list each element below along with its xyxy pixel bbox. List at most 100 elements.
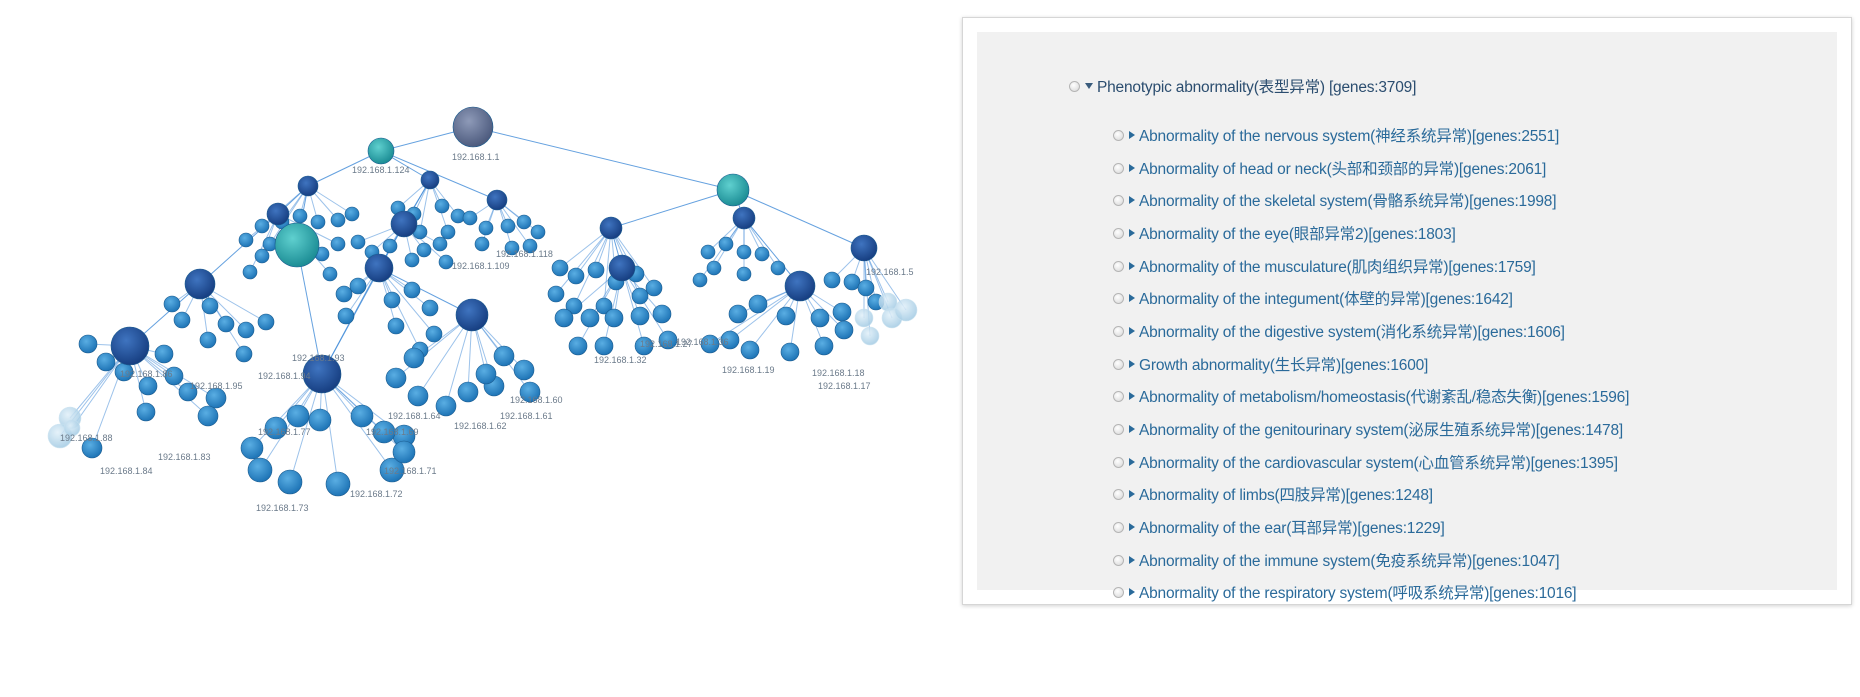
leaf-node[interactable]: [634, 336, 654, 356]
tree-node[interactable]: Growth abnormality(生长异常)[genes:1600]: [1113, 353, 1428, 375]
leaf-node[interactable]: [238, 232, 254, 248]
tree-node[interactable]: Abnormality of the musculature(肌肉组织异常)[g…: [1113, 255, 1536, 277]
leaf-node[interactable]: [392, 440, 416, 464]
leaf-node[interactable]: [330, 212, 346, 228]
leaf-node[interactable]: [286, 404, 310, 428]
leaf-node[interactable]: [554, 308, 574, 328]
hub-node[interactable]: [184, 268, 216, 300]
leaf-node[interactable]: [580, 308, 600, 328]
radio-icon[interactable]: [1113, 358, 1124, 370]
leaf-node[interactable]: [277, 469, 303, 495]
leaf-node[interactable]: [217, 315, 235, 333]
hub-node[interactable]: [364, 253, 394, 283]
radio-icon[interactable]: [1113, 260, 1124, 272]
leaf-node[interactable]: [350, 234, 366, 250]
leaf-node[interactable]: [780, 342, 800, 362]
tree-node[interactable]: Abnormality of the digestive system(消化系统…: [1113, 320, 1565, 342]
tree-node-label[interactable]: Growth abnormality(生长异常)[genes:1600]: [1139, 357, 1429, 374]
tree-root-label[interactable]: Phenotypic abnormality(表型异常) [genes:3709…: [1097, 79, 1417, 96]
leaf-node[interactable]: [894, 298, 918, 322]
radio-icon[interactable]: [1113, 292, 1124, 304]
caret-right-icon[interactable]: [1129, 196, 1135, 204]
leaf-node[interactable]: [138, 376, 158, 396]
tree-node-label[interactable]: Abnormality of the eye(眼部异常2)[genes:1803…: [1139, 226, 1456, 243]
leaf-node[interactable]: [372, 420, 396, 444]
tree-node[interactable]: Abnormality of the cardiovascular system…: [1113, 451, 1618, 473]
radio-icon[interactable]: [1113, 586, 1124, 598]
caret-right-icon[interactable]: [1129, 262, 1135, 270]
tree-node-label[interactable]: Abnormality of the nervous system(神经系统异常…: [1139, 128, 1560, 145]
leaf-node[interactable]: [240, 436, 264, 460]
leaf-node[interactable]: [834, 320, 854, 340]
leaf-node[interactable]: [254, 218, 270, 234]
leaf-node[interactable]: [565, 297, 583, 315]
leaf-node[interactable]: [630, 306, 650, 326]
leaf-node[interactable]: [349, 277, 367, 295]
leaf-node[interactable]: [432, 236, 448, 252]
radio-icon[interactable]: [1113, 521, 1124, 533]
leaf-node[interactable]: [519, 381, 541, 403]
tree-node[interactable]: Abnormality of head or neck(头部和颈部的异常)[ge…: [1113, 157, 1546, 179]
leaf-node[interactable]: [513, 359, 535, 381]
caret-right-icon[interactable]: [1129, 490, 1135, 498]
leaf-node[interactable]: [404, 252, 420, 268]
network-graph-canvas[interactable]: 192.168.1.1 192.168.1.124 192.168.1.109 …: [0, 0, 960, 697]
leaf-node[interactable]: [652, 304, 672, 324]
leaf-node[interactable]: [78, 334, 98, 354]
leaf-node[interactable]: [178, 382, 198, 402]
radio-icon[interactable]: [1113, 194, 1124, 206]
leaf-node[interactable]: [700, 244, 716, 260]
hub-node[interactable]: [390, 210, 418, 238]
leaf-node[interactable]: [500, 218, 516, 234]
leaf-node[interactable]: [658, 330, 678, 350]
leaf-node[interactable]: [754, 246, 770, 262]
root-node[interactable]: [452, 106, 494, 148]
leaf-node[interactable]: [748, 294, 768, 314]
hub-node[interactable]: [367, 137, 395, 165]
leaf-node[interactable]: [425, 325, 443, 343]
leaf-node[interactable]: [435, 395, 457, 417]
radio-icon[interactable]: [1113, 390, 1124, 402]
tree-root-node[interactable]: Phenotypic abnormality(表型异常) [genes:3709…: [1069, 75, 1416, 97]
hub-node[interactable]: [110, 326, 150, 366]
leaf-node[interactable]: [736, 266, 752, 282]
leaf-node[interactable]: [440, 224, 456, 240]
leaf-node[interactable]: [205, 387, 227, 409]
leaf-node[interactable]: [257, 313, 275, 331]
radio-icon[interactable]: [1113, 456, 1124, 468]
caret-right-icon[interactable]: [1129, 392, 1135, 400]
leaf-node[interactable]: [462, 210, 478, 226]
leaf-node[interactable]: [434, 198, 450, 214]
radio-icon[interactable]: [1113, 129, 1124, 141]
leaf-node[interactable]: [736, 244, 752, 260]
leaf-node[interactable]: [587, 261, 605, 279]
leaf-node[interactable]: [631, 287, 649, 305]
leaf-node[interactable]: [292, 208, 308, 224]
radio-icon[interactable]: [1113, 423, 1124, 435]
caret-right-icon[interactable]: [1129, 164, 1135, 172]
leaf-node[interactable]: [416, 242, 432, 258]
leaf-node[interactable]: [337, 307, 355, 325]
leaf-node[interactable]: [478, 220, 494, 236]
tree-node-label[interactable]: Abnormality of metabolism/homeostasis(代谢…: [1139, 389, 1630, 406]
radio-icon[interactable]: [1113, 227, 1124, 239]
leaf-node[interactable]: [164, 366, 184, 386]
caret-right-icon[interactable]: [1129, 588, 1135, 596]
leaf-node[interactable]: [96, 352, 116, 372]
leaf-node[interactable]: [335, 285, 353, 303]
hub-node[interactable]: [599, 216, 623, 240]
leaf-node[interactable]: [385, 367, 407, 389]
leaf-node[interactable]: [201, 297, 219, 315]
leaf-node[interactable]: [173, 311, 191, 329]
leaf-node[interactable]: [568, 336, 588, 356]
leaf-node[interactable]: [254, 248, 270, 264]
leaf-node[interactable]: [547, 285, 565, 303]
leaf-node[interactable]: [740, 340, 760, 360]
leaf-node[interactable]: [247, 457, 273, 483]
leaf-node[interactable]: [645, 279, 663, 297]
leaf-node[interactable]: [235, 345, 253, 363]
radio-icon[interactable]: [1113, 162, 1124, 174]
hub-node[interactable]: [274, 222, 320, 268]
leaf-node[interactable]: [475, 363, 497, 385]
hub-node[interactable]: [732, 206, 756, 230]
